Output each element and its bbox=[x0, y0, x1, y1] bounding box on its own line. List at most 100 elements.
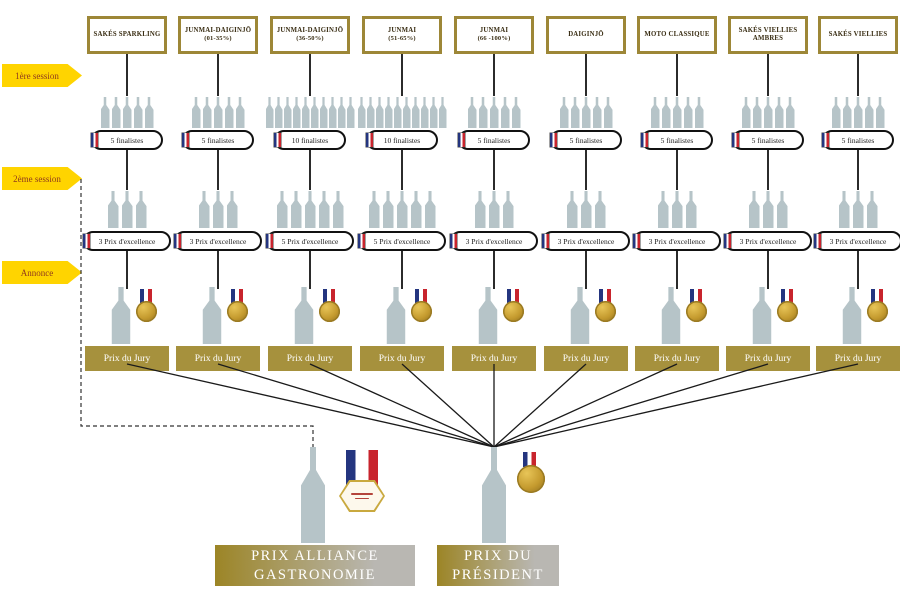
connector-line bbox=[126, 150, 128, 190]
prix-du-jury-box: Prix du Jury bbox=[268, 346, 352, 371]
bottle-icon bbox=[570, 97, 580, 128]
jury-to-president-line bbox=[493, 363, 678, 448]
connector-line bbox=[493, 54, 495, 96]
president-award-figure bbox=[479, 447, 509, 543]
bottle-icon bbox=[402, 97, 411, 128]
excellence-badge: 3 Prix d'excellence bbox=[633, 231, 721, 251]
category-header: DAIGINJŌ bbox=[546, 16, 626, 54]
bottle-icon bbox=[580, 191, 592, 228]
bottle-icon bbox=[785, 97, 795, 128]
france-flag-icon bbox=[724, 234, 731, 248]
finalists-badge: 5 finalistes bbox=[182, 130, 254, 150]
bottle-icon bbox=[122, 97, 132, 128]
connector-line bbox=[493, 251, 495, 289]
bottle-icon bbox=[410, 191, 422, 228]
bottle-icon bbox=[304, 191, 316, 228]
jury-award-figure bbox=[632, 287, 722, 344]
bottle-icon bbox=[212, 191, 224, 228]
finalists-badge: 5 finalistes bbox=[732, 130, 804, 150]
jury-to-president-line bbox=[493, 363, 859, 448]
connector-line bbox=[309, 251, 311, 289]
bottle-icon bbox=[100, 97, 110, 128]
connector-line bbox=[857, 251, 859, 289]
bottle-icon bbox=[411, 97, 420, 128]
bottle-icon bbox=[386, 287, 406, 344]
bottle-icon bbox=[111, 97, 121, 128]
category-name: JUNMAI bbox=[387, 26, 417, 34]
finalists-badge: 10 finalistes bbox=[274, 130, 346, 150]
session2-bottles bbox=[198, 190, 238, 228]
bottle-icon bbox=[290, 191, 302, 228]
bottle-icon bbox=[831, 97, 841, 128]
france-flag-icon bbox=[641, 133, 648, 147]
ribbon-icon bbox=[599, 289, 611, 303]
excellence-badge: 3 Prix d'excellence bbox=[83, 231, 171, 251]
category-column: SAKÉS VIELLIES 5 finalistes 3 Prix d'exc… bbox=[813, 16, 900, 371]
excellence-badge: 3 Prix d'excellence bbox=[450, 231, 538, 251]
excellence-label: 3 Prix d'excellence bbox=[465, 236, 523, 246]
jury-to-president-line bbox=[126, 363, 495, 448]
category-name: JUNMAI-DAIGINJŌ bbox=[184, 26, 252, 34]
france-flag-icon bbox=[174, 234, 181, 248]
session1-bottles bbox=[741, 96, 795, 128]
session-arrow-first-label: 1ère session bbox=[15, 70, 59, 81]
ribbon-icon bbox=[415, 289, 427, 303]
bottle-icon bbox=[566, 191, 578, 228]
jury-award-figure bbox=[723, 287, 813, 344]
connector-line bbox=[676, 54, 678, 96]
excellence-label: 3 Prix d'excellence bbox=[189, 236, 247, 246]
category-name: SAKÉS VIELLIES bbox=[828, 30, 888, 38]
connector-line bbox=[857, 150, 859, 190]
session1-bottles bbox=[357, 96, 447, 128]
connector-line bbox=[217, 150, 219, 190]
hexagon-medal-icon bbox=[339, 480, 385, 512]
bottle-icon bbox=[694, 97, 704, 128]
bottle-icon bbox=[774, 97, 784, 128]
gold-medal-icon bbox=[775, 287, 801, 327]
category-column: JUNMAI-DAIGINJŌ (36-50%) 10 finalistes 5… bbox=[265, 16, 355, 371]
bottle-icon bbox=[650, 97, 660, 128]
prix-du-jury-label: Prix du Jury bbox=[286, 353, 334, 364]
session1-bottles bbox=[559, 96, 613, 128]
bottle-icon bbox=[842, 97, 852, 128]
bottle-icon bbox=[762, 191, 774, 228]
bottle-icon bbox=[235, 97, 245, 128]
category-subtitle: (66 -100%) bbox=[477, 35, 511, 43]
excellence-label: 3 Prix d'excellence bbox=[829, 236, 887, 246]
france-flag-icon bbox=[458, 133, 465, 147]
bottle-icon bbox=[366, 97, 375, 128]
ribbon-icon bbox=[523, 452, 536, 467]
bottle-icon bbox=[318, 191, 330, 228]
session2-bottles bbox=[107, 190, 147, 228]
bottle-icon bbox=[488, 191, 500, 228]
jury-award-figure bbox=[265, 287, 355, 344]
prix-du-jury-box: Prix du Jury bbox=[816, 346, 900, 371]
finalists-label: 10 finalistes bbox=[291, 135, 329, 145]
session1-bottles bbox=[831, 96, 885, 128]
france-flag-icon bbox=[542, 234, 549, 248]
bottle-icon bbox=[672, 97, 682, 128]
gold-medal-icon bbox=[409, 287, 435, 327]
france-flag-icon bbox=[366, 133, 373, 147]
bottle-icon bbox=[328, 97, 337, 128]
category-subtitle: (36-50%) bbox=[296, 35, 324, 43]
connector-line bbox=[767, 150, 769, 190]
bottle-icon bbox=[467, 97, 477, 128]
connector-line bbox=[309, 150, 311, 190]
category-column: JUNMAI-DAIGINJŌ (01-35%) 5 finalistes 3 … bbox=[173, 16, 263, 371]
bottle-icon bbox=[292, 97, 301, 128]
finalists-badge: 5 finalistes bbox=[458, 130, 530, 150]
bottle-icon bbox=[191, 97, 201, 128]
bottle-icon bbox=[420, 97, 429, 128]
session2-bottles bbox=[474, 190, 514, 228]
france-flag-icon bbox=[358, 234, 365, 248]
bottle-icon bbox=[502, 191, 514, 228]
bottle-icon bbox=[332, 191, 344, 228]
connector-line bbox=[401, 54, 403, 96]
excellence-label: 5 Prix d'excellence bbox=[373, 236, 431, 246]
bottle-icon bbox=[474, 191, 486, 228]
excellence-badge: 3 Prix d'excellence bbox=[814, 231, 900, 251]
bottle-icon bbox=[276, 191, 288, 228]
gold-medal-icon bbox=[225, 287, 251, 327]
